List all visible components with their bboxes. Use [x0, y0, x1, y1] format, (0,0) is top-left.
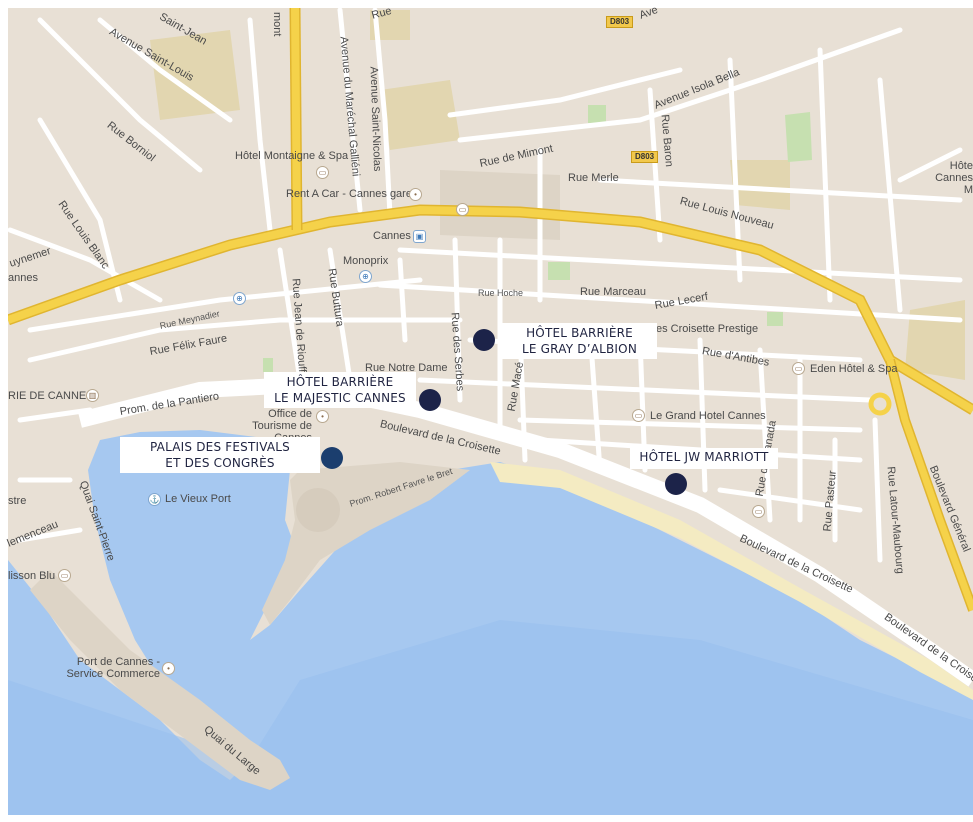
marker-label-marriott[interactable]: HÔTEL JW MARRIOTT — [630, 448, 778, 469]
park — [548, 262, 570, 280]
road-badge-d803-mid: D803 — [631, 151, 659, 163]
street-label-notre-dame: Rue Notre Dame — [365, 362, 448, 374]
sand-block — [905, 300, 965, 380]
highway-north — [291, 7, 301, 231]
hotel-icon[interactable]: ▭ — [792, 362, 805, 375]
frame-bottom — [0, 815, 973, 822]
street-label-marceau: Rue Marceau — [580, 286, 647, 298]
street-label-mont: mont — [271, 12, 283, 37]
place-label-croisette-prestige[interactable]: es Croisette Prestige — [656, 323, 759, 335]
city-block — [440, 170, 560, 240]
shopping-cart-icon[interactable]: ⊕ — [233, 292, 246, 305]
sand-block — [150, 30, 240, 120]
place-label-grand-hotel[interactable]: Le Grand Hotel Cannes — [650, 410, 766, 422]
frame-left — [0, 0, 8, 822]
street-label-merle: Rue Merle — [568, 172, 619, 184]
marker-label-line1: HÔTEL BARRIÈRE — [526, 326, 633, 340]
place-label-hotel-right[interactable]: Hôte Cannes M — [935, 160, 973, 196]
marina-icon[interactable]: ⚓ — [148, 493, 161, 506]
shopping-cart-icon[interactable]: ⊕ — [359, 270, 372, 283]
coastal-road — [78, 376, 973, 687]
park — [263, 358, 273, 372]
sand-block — [730, 160, 790, 210]
marker-label-line2: LE GRAY D’ALBION — [522, 342, 637, 356]
hotel-icon[interactable]: ▭ — [456, 203, 469, 216]
park — [785, 112, 812, 162]
park — [588, 105, 606, 123]
info-icon[interactable]: • — [316, 410, 329, 423]
hotel-icon[interactable]: ▭ — [752, 505, 765, 518]
marker-label-line1: HÔTEL BARRIÈRE — [286, 375, 394, 389]
marker-label-palais[interactable]: PALAIS DES FESTIVALS ET DES CONGRÈS — [120, 437, 320, 473]
place-label-cannes-left: annes — [8, 272, 38, 284]
place-label-monoprix[interactable]: Monoprix — [343, 255, 389, 267]
highway — [6, 205, 973, 414]
quai-du-large — [30, 570, 290, 790]
hotel-icon[interactable]: ▭ — [632, 409, 645, 422]
marker-label-line2: ET DES CONGRÈS — [165, 456, 275, 470]
marker-label-majestic[interactable]: HÔTEL BARRIÈRE LE MAJESTIC CANNES — [264, 372, 416, 408]
marker-label-line1: HÔTEL JW MARRIOTT — [639, 450, 769, 464]
roundabout — [868, 392, 892, 416]
car-rental-icon[interactable]: • — [409, 188, 422, 201]
sand-block — [370, 10, 410, 40]
train-station-icon[interactable]: ▣ — [413, 230, 426, 243]
marker-pin-palais[interactable] — [321, 447, 343, 469]
marker-pin-majestic[interactable] — [419, 389, 441, 411]
street-label-hoche: Rue Hoche — [478, 288, 524, 298]
place-label-hotel-montaigne[interactable]: Hôtel Montaigne & Spa — [235, 150, 349, 162]
place-label-stre: stre — [8, 495, 27, 507]
marker-label-gray-albion[interactable]: HÔTEL BARRIÈRE LE GRAY D’ALBION — [502, 323, 657, 359]
port-icon[interactable]: • — [162, 662, 175, 675]
marker-label-line2: LE MAJESTIC CANNES — [274, 391, 406, 405]
marker-pin-marriott[interactable] — [665, 473, 687, 495]
museum-icon[interactable]: ▥ — [86, 389, 99, 402]
hotel-icon[interactable]: ▭ — [58, 569, 71, 582]
boulevard-general — [886, 359, 973, 612]
sand-block — [380, 80, 460, 150]
place-label-cannes-station[interactable]: Cannes — [373, 230, 411, 242]
place-label-rent-a-car[interactable]: Rent A Car - Cannes gare — [286, 188, 412, 200]
frame-top — [0, 0, 973, 8]
beach — [490, 462, 973, 700]
hotel-icon[interactable]: ▭ — [316, 166, 329, 179]
marker-pin-gray-albion[interactable] — [473, 329, 495, 351]
place-label-eden-hotel[interactable]: Eden Hôtel & Spa — [810, 363, 898, 375]
minor-streets — [7, 7, 963, 563]
marker-label-line1: PALAIS DES FESTIVALS — [150, 440, 290, 454]
place-label-lisson-blu[interactable]: lisson Blu — [8, 570, 56, 582]
road-badge-d803-top: D803 — [606, 16, 634, 28]
palais-dome — [296, 488, 340, 532]
park — [767, 312, 783, 326]
place-label-vieux-port[interactable]: Le Vieux Port — [165, 493, 231, 505]
place-label-port-de-cannes[interactable]: Port de Cannes - Service Commerce — [66, 656, 160, 680]
place-label-galerie[interactable]: RIE DE CANNES — [8, 390, 94, 402]
